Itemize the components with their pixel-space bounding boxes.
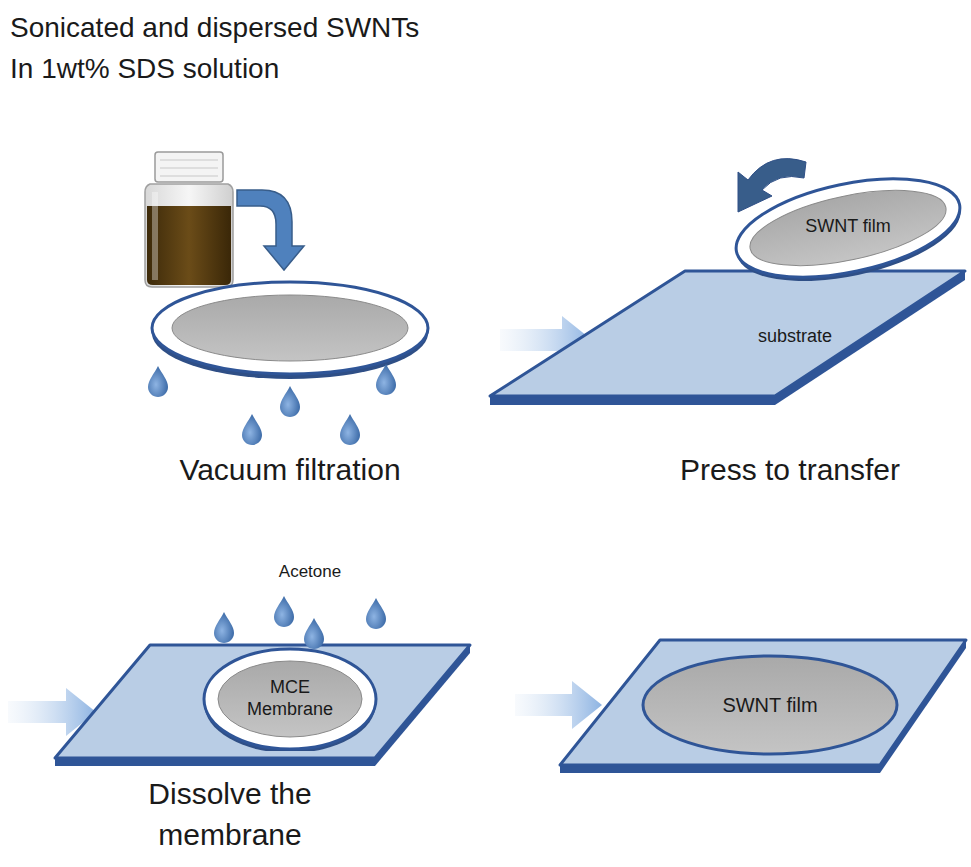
node-outline <box>485 268 970 408</box>
step-caption: Press to transfer <box>680 448 900 492</box>
sample-bottle <box>145 152 233 287</box>
step-caption: Vacuum filtration <box>179 448 400 492</box>
filter-funnel <box>152 282 428 379</box>
film-disc: SWNT film <box>730 175 966 281</box>
membrane-disc: MCE Membrane <box>202 647 378 751</box>
solvent-label: Acetone <box>279 560 341 585</box>
filtrate-drops <box>148 364 396 445</box>
node-label: SWNT film <box>805 216 891 238</box>
substrate-plate: substrate <box>485 268 970 408</box>
substrate-plate <box>55 645 470 766</box>
sample-note: Sonicated and dispersed SWNTs In 1wt% SD… <box>10 8 440 89</box>
film-disc: SWNT film <box>640 653 900 757</box>
node-label: SWNT film <box>722 693 817 717</box>
node-label: MCE Membrane <box>235 677 345 720</box>
step-arrow <box>515 681 602 729</box>
substrate-plate <box>560 640 966 773</box>
acetone-drops <box>214 596 386 649</box>
step-caption: Dissolve the membrane <box>110 774 350 855</box>
pour-arrow <box>237 190 304 270</box>
node-label: substrate <box>758 326 832 348</box>
